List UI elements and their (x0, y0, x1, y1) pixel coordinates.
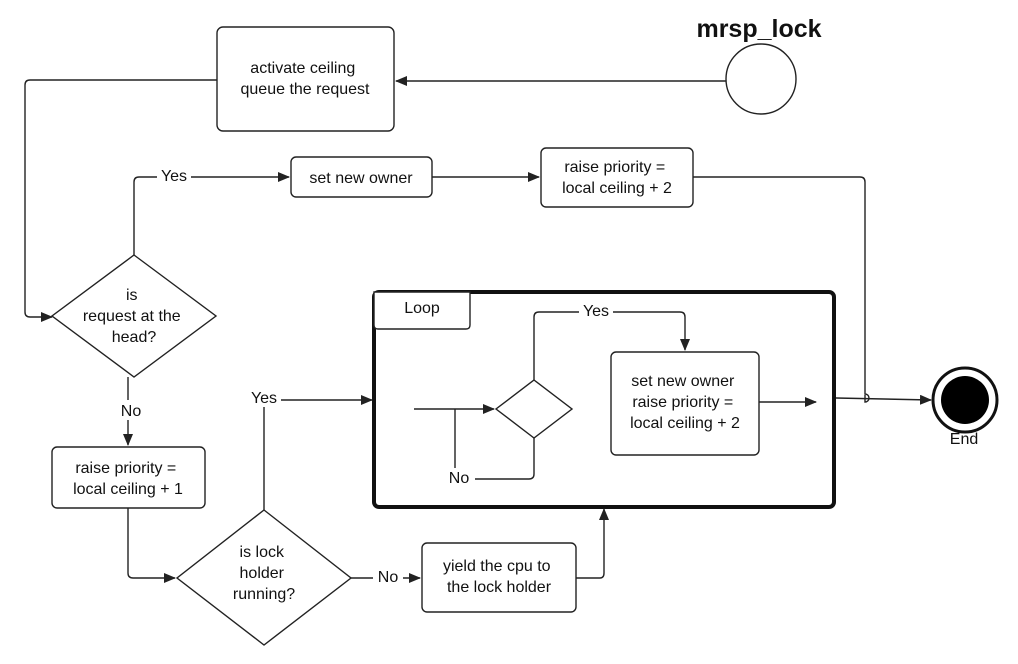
yield-line-2: the lock holder (447, 579, 552, 596)
raise2-top-line-1: raise priority = (564, 159, 665, 176)
yield-cpu-text: yield the cpu to the lock holder (443, 558, 555, 596)
loop-yes-label: Yes (583, 303, 609, 320)
loop-action-box (610, 351, 760, 456)
running-line-2: holder (240, 565, 285, 582)
head-yes-label-bg (157, 166, 191, 186)
is-request-at-head-text: is request at the head? (83, 287, 185, 346)
head-line-2: request at the (83, 308, 181, 325)
loop-to-end-edge (835, 394, 932, 405)
activate-ceiling-text: activate ceiling queue the request (241, 60, 371, 98)
head-no-label-bg (116, 400, 146, 420)
head-line-1: is (126, 287, 138, 304)
start-node (725, 43, 797, 115)
yield-cpu-box (421, 542, 577, 613)
loop-label-text: Loop (404, 300, 440, 317)
activate-to-head-edge (24, 79, 217, 322)
loop-label-tab (373, 291, 471, 330)
head-yes-edge (133, 172, 290, 255)
head-yes-label: Yes (161, 168, 187, 185)
set-new-owner-text: set new owner (309, 170, 413, 187)
raise1-line-2: local ceiling + 1 (73, 481, 183, 498)
is-request-at-head-decision (50, 254, 218, 378)
end-label: End (950, 431, 978, 448)
loop-yes-label-bg (579, 301, 613, 321)
loop-no-label: No (449, 470, 470, 487)
raise-priority-1-text: raise priority = local ceiling + 1 (73, 460, 183, 498)
end-node-inner (941, 376, 989, 424)
is-lock-holder-running-text: is lock holder running? (233, 544, 295, 603)
loop-no-label-bg (445, 468, 475, 488)
activate-line-1: activate ceiling (250, 60, 355, 77)
running-no-label: No (378, 569, 399, 586)
yield-to-loop-edge (576, 508, 609, 579)
loop-action-line-3: local ceiling + 2 (630, 415, 740, 432)
loop-action-line-2: raise priority = (632, 394, 733, 411)
raise2-top-line-2: local ceiling + 2 (562, 180, 672, 197)
loop-action-text: set new owner raise priority = local cei… (630, 373, 740, 432)
loop-action-line-1: set new owner (631, 373, 735, 390)
is-lock-holder-running-decision (175, 509, 353, 646)
activate-ceiling-box (216, 26, 395, 132)
raise-priority-1-box (51, 446, 206, 509)
raise1-to-running-edge (127, 508, 176, 583)
head-no-label: No (121, 403, 142, 420)
running-no-label-bg (373, 567, 403, 587)
head-line-3: head? (112, 329, 157, 346)
raise-priority-2-top-text: raise priority = local ceiling + 2 (562, 159, 672, 197)
running-yes-label-bg (247, 387, 281, 407)
raise1-line-1: raise priority = (75, 460, 176, 477)
activate-line-2: queue the request (241, 81, 371, 98)
yield-line-1: yield the cpu to (443, 558, 551, 575)
running-yes-edge (263, 395, 373, 510)
running-line-3: running? (233, 586, 295, 603)
running-yes-label: Yes (251, 390, 277, 407)
diagram-title: mrsp_lock (696, 15, 821, 43)
raise2-to-end-vertical-edge (693, 176, 870, 403)
running-line-1: is lock (240, 544, 285, 561)
raise-priority-2-top-box (540, 147, 694, 208)
